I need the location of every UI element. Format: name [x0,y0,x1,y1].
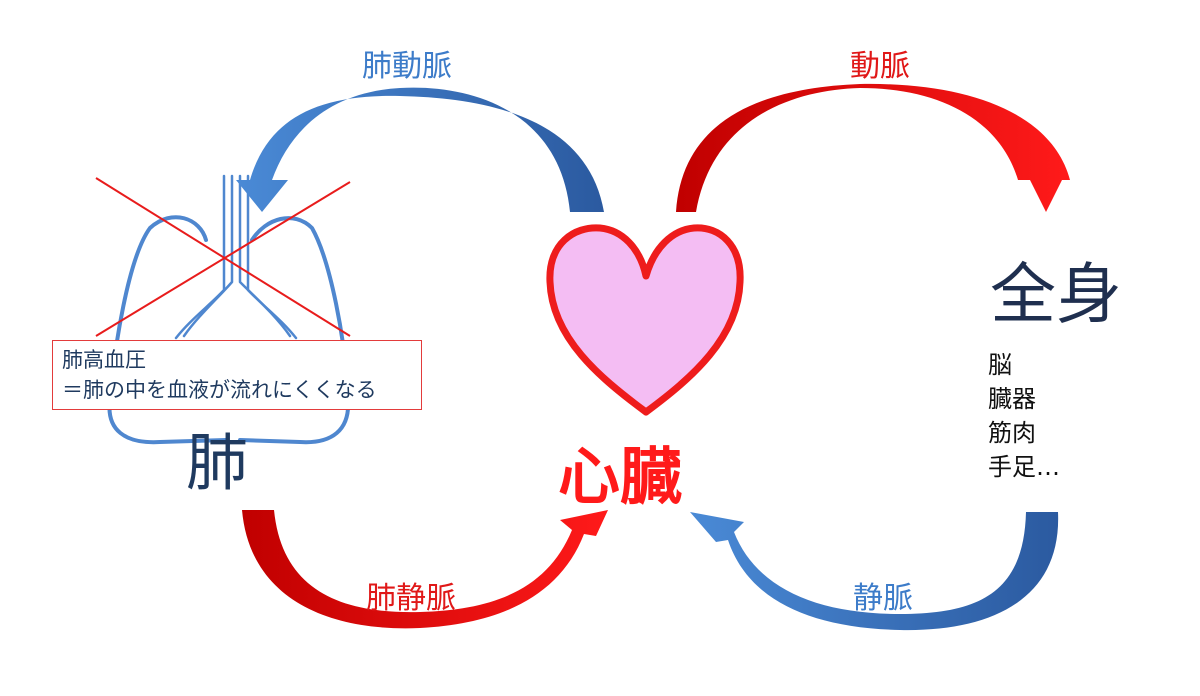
trachea-right-inner [246,174,298,340]
artery-arrow [676,83,1070,212]
list-item: 脳 [988,351,1012,379]
pulmonary-vein-arrow [242,510,608,629]
trachea-left [174,174,226,340]
note-title: 肺高血圧 [62,348,146,372]
note-description: ＝肺の中を血液が流れにくくなる [62,378,377,402]
whole-body-label: 全身 [990,256,1122,333]
heart-icon [546,224,744,416]
heart-label: 心臓 [558,440,683,513]
pulmonary-hypertension-note: 肺高血圧 ＝肺の中を血液が流れにくくなる [52,340,422,410]
left-lung-outline [107,215,228,445]
trachea-left-inner [182,174,234,338]
list-item: 筋肉 [988,419,1036,447]
lung-label: 肺 [186,426,249,499]
vein-arrow [690,512,1059,631]
list-item: 臓器 [988,385,1036,413]
pulmonary-artery-label: 肺動脈 [362,49,452,84]
list-item: 手足… [988,453,1060,481]
pulmonary-artery-arrow [236,87,604,212]
artery-label: 動脈 [850,49,910,84]
body-parts-list: 脳 臓器 筋肉 手足… [988,348,1060,484]
vein-label: 静脈 [853,581,913,616]
cross-mark-icon [95,177,351,337]
pulmonary-vein-label: 肺静脈 [366,581,456,616]
